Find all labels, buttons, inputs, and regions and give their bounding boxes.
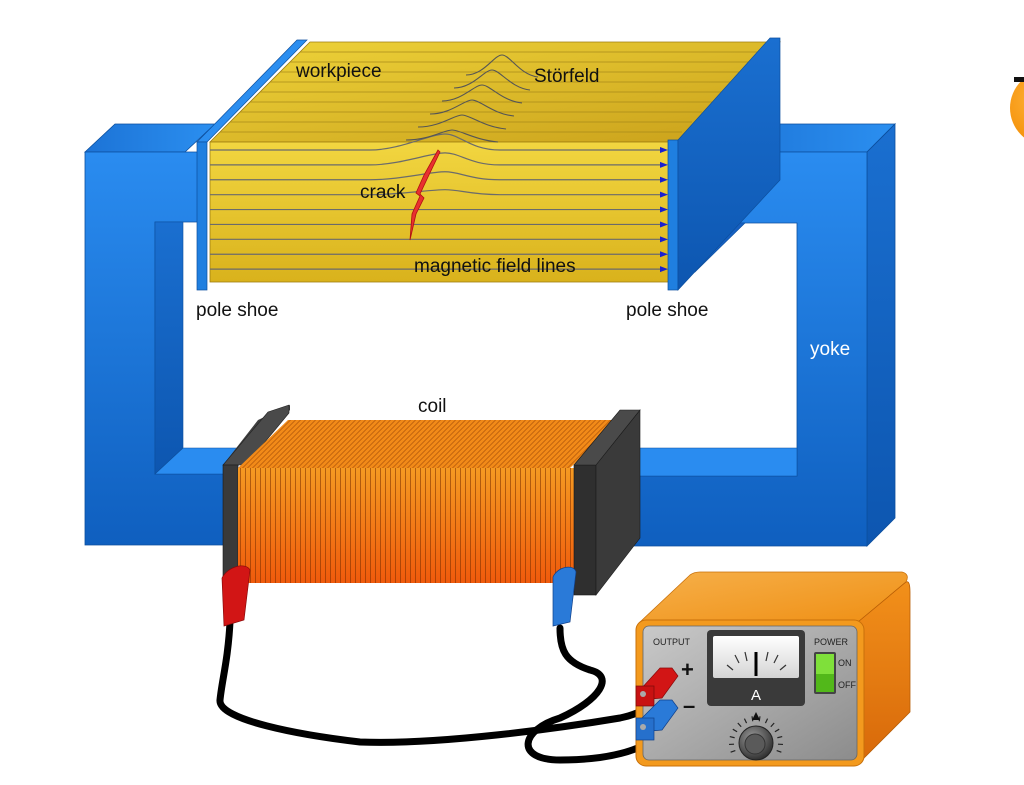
cables (220, 622, 655, 760)
off-label: OFF (838, 680, 856, 690)
cable-red (220, 622, 655, 742)
output-label: OUTPUT (653, 637, 691, 647)
coil (223, 405, 640, 595)
label-yoke: yoke (810, 339, 850, 360)
label-crack: crack (360, 182, 406, 203)
coil-lead-red (222, 566, 250, 626)
meter-unit-label: A (751, 687, 761, 704)
label-coil: coil (418, 396, 447, 417)
coil-lead-blue (553, 567, 576, 626)
power-supply: A OUTPUT + – POWER ON OFF (636, 572, 910, 766)
power-label: POWER (814, 637, 849, 647)
power-switch[interactable] (814, 652, 836, 694)
label-pole-shoe-right: pole shoe (626, 300, 708, 321)
on-label: ON (838, 658, 852, 668)
label-pole-shoe-left: pole shoe (196, 300, 278, 321)
orange-badge-icon (1010, 70, 1024, 146)
minus-sign: – (683, 693, 695, 718)
plus-sign: + (681, 657, 694, 682)
label-stoerfeld: Störfeld (534, 66, 599, 87)
label-workpiece: workpiece (295, 61, 382, 82)
label-field-lines: magnetic field lines (414, 256, 576, 277)
